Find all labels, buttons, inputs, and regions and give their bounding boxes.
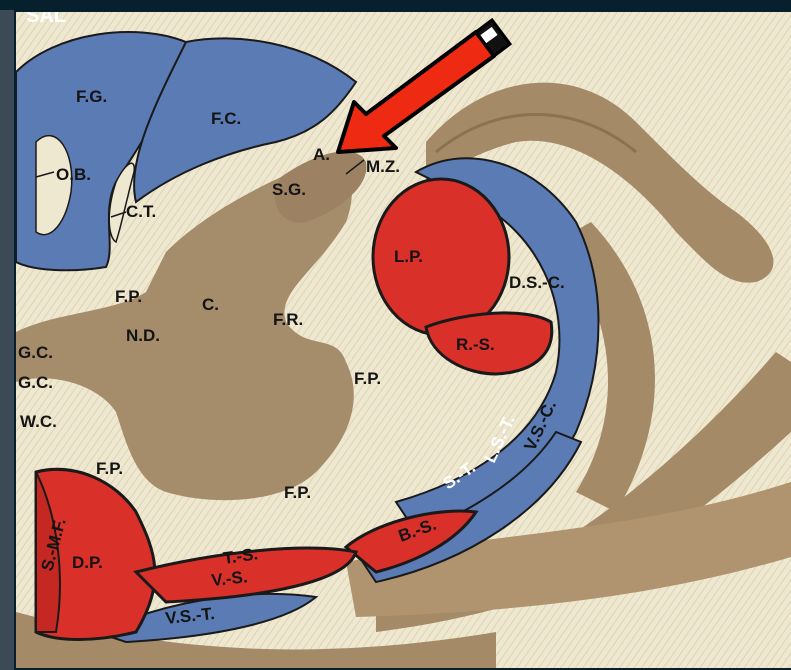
label-fc: F.C.: [211, 109, 241, 128]
label-ob: O.B.: [56, 165, 91, 184]
label-lp: L.P.: [394, 247, 423, 266]
label-fp3: F.P.: [96, 459, 123, 478]
label-rs: R.-S.: [456, 335, 495, 354]
label-wc: W.C.: [20, 412, 57, 431]
label-fp2: F.P.: [354, 369, 381, 388]
label-mz: M.Z.: [366, 157, 400, 176]
label-dp: D.P.: [72, 553, 103, 572]
label-gc1: G.C.: [18, 343, 53, 362]
label-fr: F.R.: [273, 310, 303, 329]
label-sg: S.G.: [272, 180, 306, 199]
label-c: C.: [202, 295, 219, 314]
left-side-panel: [0, 10, 14, 670]
label-fp1: F.P.: [115, 287, 142, 306]
header-partial-text: SAL: [26, 12, 66, 27]
spinal-cord-diagram: SAL F.G. F.C. O.B. C.T: [16, 12, 791, 668]
label-ct: C.T.: [126, 202, 156, 221]
label-a: A.: [313, 145, 330, 164]
label-dsc: D.S.-C.: [509, 273, 565, 292]
label-nd: N.D.: [126, 326, 160, 345]
label-vs: V.-S.: [210, 567, 248, 590]
label-gc2: G.C.: [18, 373, 53, 392]
label-fg: F.G.: [76, 87, 107, 106]
label-fp4: F.P.: [284, 483, 311, 502]
